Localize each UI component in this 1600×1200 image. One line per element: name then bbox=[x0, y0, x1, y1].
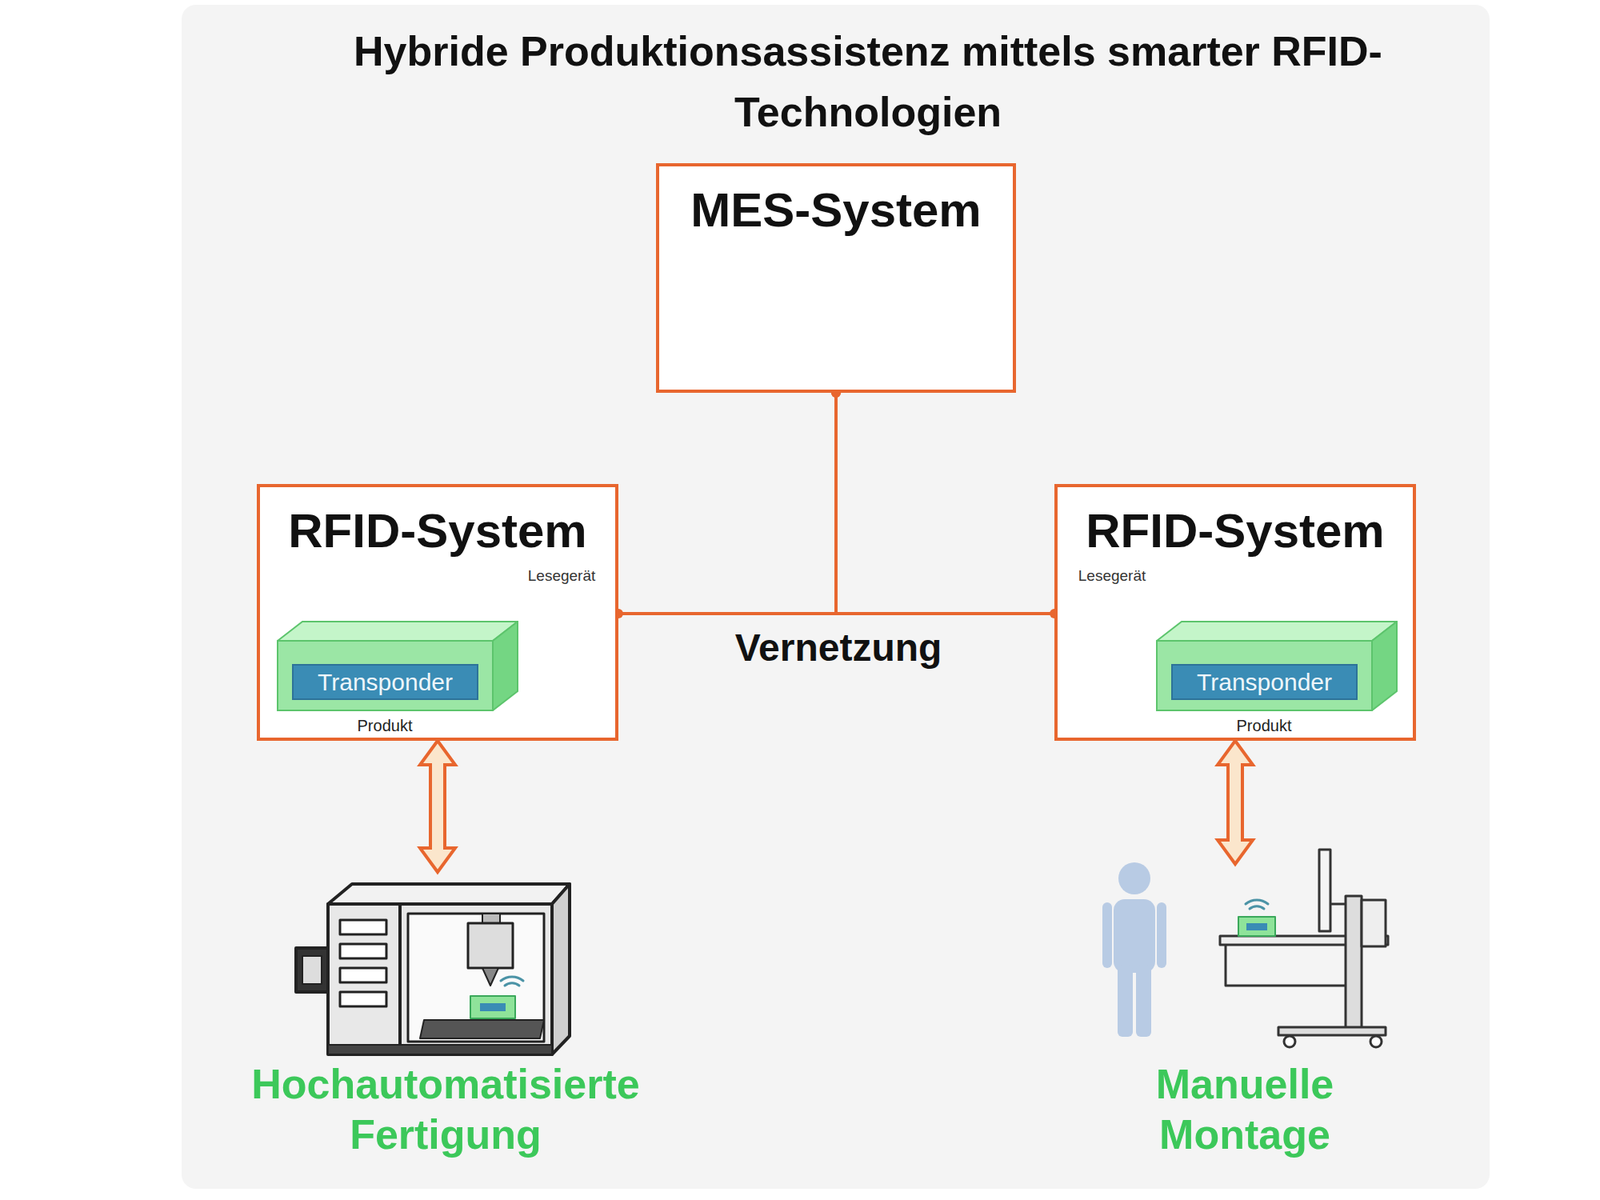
transponder-tag: Transponder bbox=[292, 664, 479, 700]
system-title: RFID-System bbox=[260, 504, 616, 558]
production-area: Hochautomatisierte Fertigung bbox=[237, 872, 654, 1160]
area-caption: Hochautomatisierte Fertigung bbox=[237, 1059, 654, 1160]
product-front bbox=[1156, 640, 1372, 711]
connector-path bbox=[420, 740, 456, 872]
transponder-label: Transponder bbox=[1172, 665, 1356, 699]
system-title: RFID-System bbox=[1057, 504, 1413, 558]
product-label: Produkt bbox=[1156, 715, 1372, 736]
reader-label: Lesegerät bbox=[1078, 567, 1147, 585]
system-box: RFID-SystemProdukt Transponder bbox=[256, 484, 619, 741]
worker-figure bbox=[1102, 862, 1167, 1037]
product-side bbox=[492, 621, 518, 711]
connector-path bbox=[836, 392, 1055, 614]
product-side bbox=[1372, 621, 1397, 711]
network-line bbox=[613, 388, 841, 619]
transponder-tag: Transponder bbox=[1171, 664, 1358, 700]
product-box: Produkt Transponder bbox=[276, 620, 519, 741]
connector-path bbox=[1217, 740, 1253, 864]
product-top bbox=[1156, 621, 1397, 641]
product-front bbox=[277, 640, 493, 711]
double-arrow bbox=[420, 740, 456, 872]
network-line bbox=[831, 388, 1060, 619]
connector-path bbox=[618, 392, 836, 614]
product-box: Produkt Transponder bbox=[1156, 620, 1398, 741]
machine-tool bbox=[296, 884, 570, 1055]
system-title: MES-System bbox=[659, 184, 1013, 237]
assembly-station bbox=[1220, 849, 1388, 1048]
double-arrow bbox=[1217, 740, 1253, 864]
product-top bbox=[277, 621, 518, 641]
system-box: RFID-SystemProdukt Transponder bbox=[1054, 484, 1416, 741]
product-label: Produkt bbox=[276, 715, 493, 736]
area-caption: Manuelle Montage bbox=[1084, 1059, 1405, 1160]
background-panel bbox=[181, 4, 1490, 1189]
production-area: Manuelle Montage bbox=[1084, 864, 1405, 1160]
diagram-title: Hybride Produktionsassistenz mittels sma… bbox=[348, 20, 1388, 143]
reader-label: Lesegerät bbox=[528, 567, 596, 585]
transponder-label: Transponder bbox=[293, 665, 477, 699]
wireless-waves bbox=[500, 976, 524, 986]
network-label: Vernetzung bbox=[735, 625, 943, 670]
wireless-waves bbox=[1245, 900, 1268, 909]
system-box: MES-System bbox=[656, 163, 1016, 393]
